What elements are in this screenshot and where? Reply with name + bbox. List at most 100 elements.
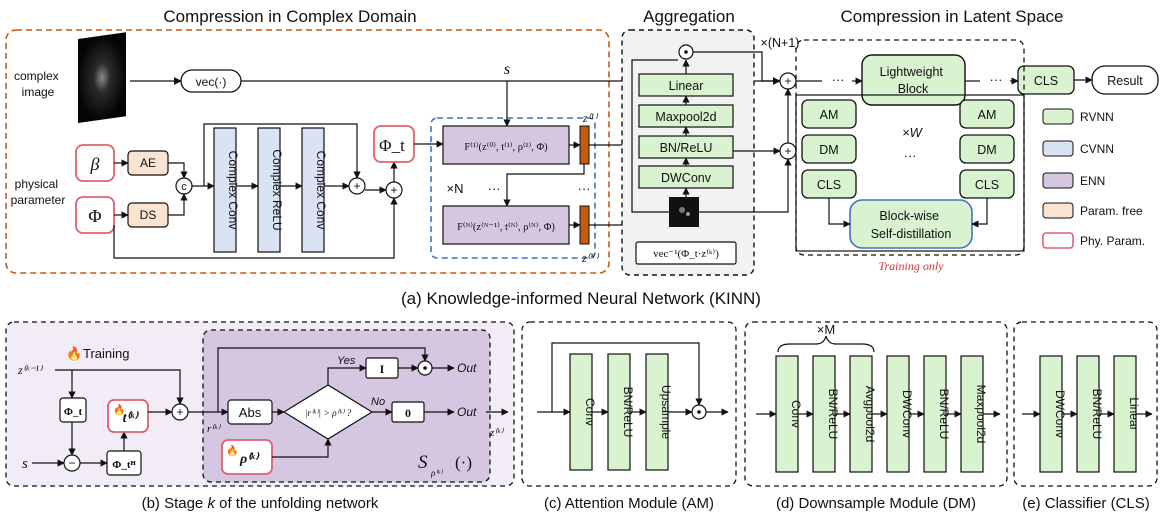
svg-text:Yes: Yes — [337, 355, 356, 367]
shrinkage-op: S — [418, 452, 428, 473]
training-flame-icon: 🔥 — [66, 346, 82, 361]
left-am — [801, 99, 857, 129]
section-title-aggregation: Aggregation — [643, 7, 735, 26]
svg-text:0: 0 — [405, 406, 411, 420]
svg-text:Out: Out — [457, 405, 477, 419]
svg-text:Lightweight Block: Lightweight Block — [880, 65, 947, 96]
unfolding-region — [430, 117, 596, 259]
right-dm — [959, 134, 1015, 164]
section-title-latent: Compression in Latent Space — [840, 7, 1063, 26]
times-m: ×M — [817, 322, 835, 337]
svg-text:Param. free: Param. free — [1080, 204, 1143, 218]
cls-layers: DWConv BN/ReLU Linear — [1039, 355, 1141, 473]
caption-e: (e) Classifier (CLS) — [1022, 495, 1150, 512]
svg-text:Phy. Param.: Phy. Param. — [1080, 234, 1145, 248]
svg-text:Conv: Conv — [583, 398, 597, 426]
svg-text:AE: AE — [140, 156, 156, 170]
svg-text:z⁽ᴺ⁾: z⁽ᴺ⁾ — [581, 251, 599, 265]
svg-text:BN/ReLU: BN/ReLU — [826, 389, 840, 440]
svg-text:|r⁽ᵏ⁾| > ρ⁽ᵏ⁾ ?: |r⁽ᵏ⁾| > ρ⁽ᵏ⁾ ? — [305, 408, 352, 419]
complex-domain-region — [5, 29, 610, 274]
phi-t-label: Φ_t — [379, 136, 405, 155]
svg-text:DWConv: DWConv — [900, 390, 914, 438]
complex-image-label: complex image — [14, 69, 62, 99]
svg-text:Maxpool2d: Maxpool2d — [655, 110, 716, 124]
caption-b: (b) Stage k of the unfolding network — [142, 495, 379, 512]
section-title-complex: Compression in Complex Domain — [163, 7, 416, 26]
training-label: Training — [83, 346, 129, 361]
svg-text:···: ··· — [488, 181, 501, 196]
svg-text:Φ_t: Φ_t — [64, 406, 83, 418]
svg-text:Complex ReLU: Complex ReLU — [270, 149, 284, 230]
svg-text:Block-wise Self-distillati: Block-wise Self-distillation — [871, 209, 952, 241]
caption-d: (d) Downsample Module (DM) — [776, 495, 976, 512]
svg-text:(·): (·) — [455, 453, 472, 472]
svg-text:β: β — [90, 154, 100, 174]
svg-text:···: ··· — [578, 181, 591, 196]
svg-text:···: ··· — [990, 72, 1003, 87]
unfold-stage-n — [442, 205, 570, 245]
svg-text:t⁽ᵏ⁾: t⁽ᵏ⁾ — [123, 411, 139, 426]
z1-vector — [579, 125, 590, 165]
unfold-stage-1 — [442, 125, 570, 165]
svg-text:ρ⁽ᵏ⁾: ρ⁽ᵏ⁾ — [239, 452, 260, 467]
svg-text:ρ⁽ᵏ⁾: ρ⁽ᵏ⁾ — [430, 468, 443, 478]
left-dm — [801, 134, 857, 164]
dm-brace — [777, 335, 875, 353]
svg-text:s: s — [22, 456, 28, 472]
svg-text:I: I — [380, 362, 385, 376]
complex-relu — [257, 127, 281, 253]
svg-text:z⁽¹⁾: z⁽¹⁾ — [582, 111, 598, 125]
svg-text:🔥: 🔥 — [226, 444, 238, 457]
t-k-param — [107, 399, 149, 433]
right-am — [959, 99, 1015, 129]
svg-text:Abs: Abs — [239, 405, 262, 420]
panel-c — [521, 321, 737, 487]
svg-text:r⁽ᵏ⁾: r⁽ᵏ⁾ — [207, 423, 221, 435]
panel-e — [1013, 321, 1158, 487]
panel-d — [744, 321, 1008, 487]
times-n: ×N — [447, 181, 464, 196]
svg-text:F⁽ᴺ⁾(z⁽ᴺ⁻¹⁾, t⁽ᴺ⁾, ρ⁽ᴺ⁾, Φ): F⁽ᴺ⁾(z⁽ᴺ⁻¹⁾, t⁽ᴺ⁾, ρ⁽ᴺ⁾, Φ) — [457, 221, 555, 233]
svg-text:DS: DS — [140, 208, 157, 222]
svg-text:CVNN: CVNN — [1080, 142, 1114, 156]
svg-text:🔥: 🔥 — [113, 403, 125, 416]
svg-text:DM: DM — [977, 143, 996, 157]
s-label: s — [504, 61, 510, 78]
svg-text:Conv: Conv — [789, 400, 803, 428]
svg-text:Linear: Linear — [1127, 397, 1141, 430]
svg-text:Result: Result — [1107, 74, 1143, 88]
complex-conv-2 — [301, 127, 325, 253]
svg-text:ENN: ENN — [1080, 174, 1105, 188]
svg-text:+: + — [784, 74, 791, 88]
svg-text:AM: AM — [978, 108, 997, 122]
svg-text:CLS: CLS — [975, 178, 999, 192]
svg-text:+: + — [176, 405, 183, 419]
complex-conv-1 — [213, 127, 237, 253]
svg-text:BN/ReLU: BN/ReLU — [660, 141, 713, 155]
svg-text:BN/ReLU: BN/ReLU — [621, 387, 635, 438]
svg-text:···: ··· — [904, 148, 917, 163]
svg-text:+: + — [353, 179, 360, 193]
svg-text:···: ··· — [832, 72, 845, 87]
svg-text:No: No — [371, 396, 385, 408]
svg-text:DWConv: DWConv — [661, 171, 712, 185]
svg-text:Complex Conv: Complex Conv — [226, 151, 240, 230]
svg-text:+: + — [784, 144, 791, 158]
add-node-1 — [348, 177, 366, 195]
result-box — [1091, 65, 1159, 95]
caption-c: (c) Attention Module (AM) — [544, 495, 714, 512]
svg-text:vec⁻¹(Φ_t·z⁽ᵏ⁾): vec⁻¹(Φ_t·z⁽ᵏ⁾) — [653, 248, 719, 260]
physical-parameter-label: physical parameter — [11, 177, 66, 207]
svg-text:CLS: CLS — [1034, 74, 1058, 88]
svg-text:CLS: CLS — [817, 178, 841, 192]
aggregation-layers: Linear Maxpool2d BN/ReLU DWConv — [638, 73, 734, 189]
phi-t-op — [59, 397, 87, 423]
am-layers: Conv BN/ReLU Upsample — [569, 353, 673, 471]
svg-text:z⁽ᵏ⁾: z⁽ᵏ⁾ — [489, 427, 504, 439]
svg-text:c: c — [181, 181, 187, 193]
zn-vector — [579, 205, 590, 245]
caption-a: (a) Knowledge-informed Neural Network (K… — [401, 289, 761, 308]
times-w: ×W — [902, 125, 924, 140]
